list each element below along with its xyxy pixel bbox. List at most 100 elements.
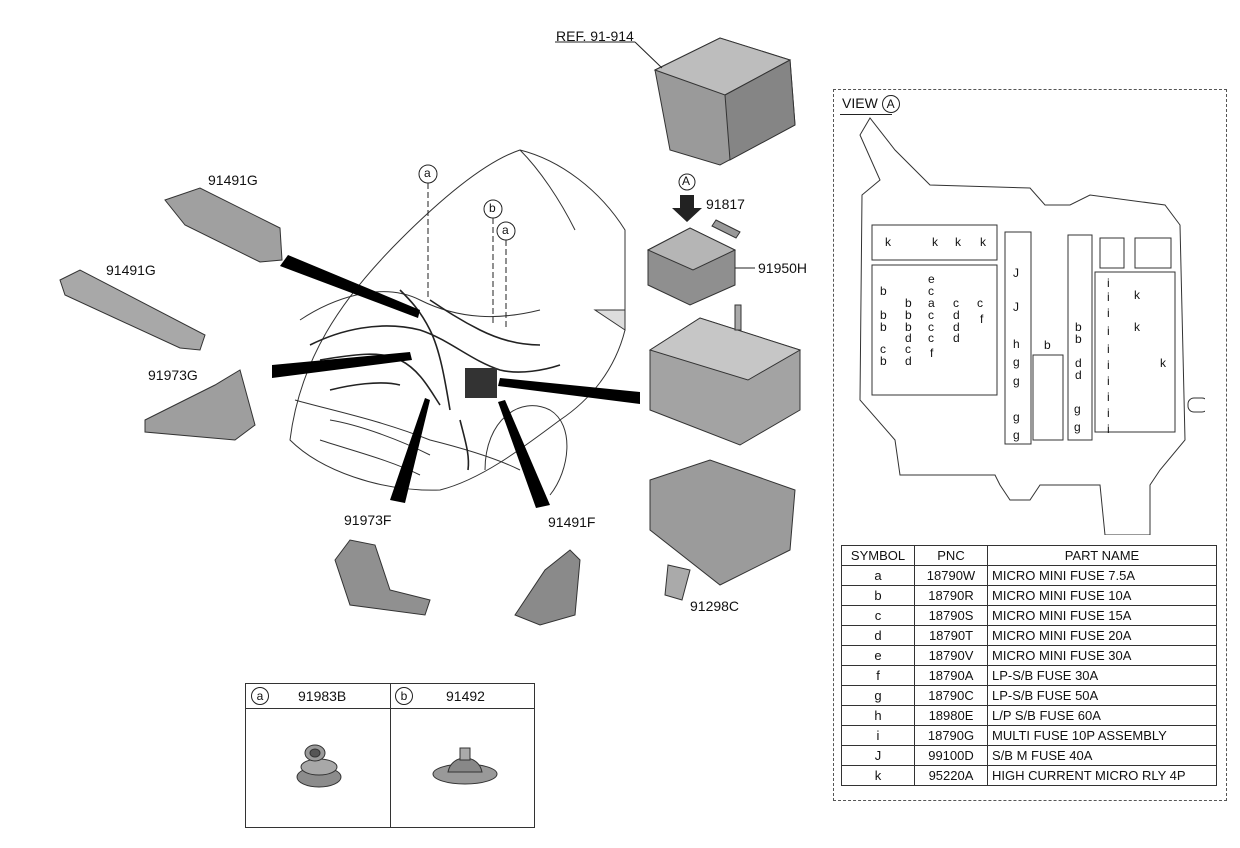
- fuse-g: g: [1013, 355, 1020, 369]
- ref-label: REF. 91-914: [556, 28, 634, 44]
- subpart-b-symbol: b: [395, 687, 413, 705]
- cell-symbol: a: [841, 565, 915, 586]
- cell-part-name: LP-S/B FUSE 30A: [987, 665, 1217, 686]
- subpart-a-symbol: a: [251, 687, 269, 705]
- cell-pnc: 18790A: [914, 665, 988, 686]
- fuse-i: i: [1107, 390, 1110, 404]
- cell-pnc: 95220A: [914, 765, 988, 786]
- cell-pnc: 18790W: [914, 565, 988, 586]
- subparts-box: a 91983B b 91492: [245, 683, 535, 828]
- fuse-c: c: [977, 296, 983, 310]
- cell-part-name: HIGH CURRENT MICRO RLY 4P: [987, 765, 1217, 786]
- fuse-c: c: [928, 284, 934, 298]
- fuse-k: k: [1134, 288, 1140, 302]
- fuse-b: b: [880, 308, 887, 322]
- fuse-b: b: [880, 284, 887, 298]
- fuse-e: e: [928, 272, 935, 286]
- fuse-box-cover: [653, 37, 796, 166]
- part-91817: [711, 219, 741, 239]
- cell-part-name: MICRO MINI FUSE 15A: [987, 605, 1217, 626]
- fuse-g: g: [1013, 410, 1020, 424]
- fuse-k: k: [885, 235, 891, 249]
- fuse-f: f: [930, 346, 934, 360]
- cell-pnc: 18790C: [914, 685, 988, 706]
- fuse-b: b: [1075, 320, 1082, 334]
- fuse-g: g: [1074, 402, 1081, 416]
- cell-part-name: MICRO MINI FUSE 10A: [987, 585, 1217, 606]
- fuse-b: b: [905, 320, 912, 334]
- callout-a2-letter: a: [502, 223, 509, 237]
- fuse-b: b: [905, 296, 912, 310]
- fuse-c: c: [953, 296, 959, 310]
- fuse-g: g: [1074, 420, 1081, 434]
- fuse-J: J: [1013, 300, 1019, 314]
- cell-part-name: S/B M FUSE 40A: [987, 745, 1217, 766]
- cell-symbol: i: [841, 725, 915, 746]
- subpart-a: a 91983B: [246, 684, 391, 827]
- fuse-b: b: [905, 308, 912, 322]
- fuse-d: d: [1075, 356, 1082, 370]
- main-fuse-box: [648, 304, 802, 446]
- fuse-k: k: [1134, 320, 1140, 334]
- fuse-i: i: [1107, 374, 1110, 388]
- fuse-d: d: [953, 320, 960, 334]
- callout-a1-letter: a: [424, 166, 431, 180]
- part-91491G-left: [59, 269, 206, 351]
- part-91973G: [144, 369, 256, 441]
- view-title-underline: [840, 114, 892, 115]
- view-a-title: VIEW A: [842, 95, 900, 113]
- callout-b-letter: b: [489, 201, 496, 215]
- fuse-i: i: [1107, 276, 1110, 290]
- grommet-91983B: [296, 744, 342, 788]
- label-91817: 91817: [706, 196, 745, 212]
- fuse-i: i: [1107, 422, 1110, 436]
- label-91950H: 91950H: [758, 260, 808, 276]
- main-illustration: [59, 37, 802, 626]
- view-a-circle: A: [881, 95, 900, 113]
- label-91491G-top: 91491G: [208, 172, 258, 188]
- dash-leaders: [427, 183, 507, 330]
- fuse-d: d: [905, 354, 912, 368]
- fuse-d: d: [905, 331, 912, 345]
- view-a-panel: [833, 89, 1227, 801]
- fuse-b: b: [1044, 338, 1051, 352]
- fuse-i: i: [1107, 324, 1110, 338]
- cell-pnc: 18790R: [914, 585, 988, 606]
- fuse-k: k: [955, 235, 961, 249]
- cell-part-name: MICRO MINI FUSE 7.5A: [987, 565, 1217, 586]
- cell-part-name: MICRO MINI FUSE 30A: [987, 645, 1217, 666]
- label-91298C: 91298C: [690, 598, 740, 614]
- car-outline: [289, 149, 626, 496]
- cell-pnc: 18790T: [914, 625, 988, 646]
- cell-part-name: MULTI FUSE 10P ASSEMBLY: [987, 725, 1217, 746]
- label-91491G-left: 91491G: [106, 262, 156, 278]
- fuse-f: f: [980, 312, 984, 326]
- cell-symbol: g: [841, 685, 915, 706]
- fuse-g: g: [1013, 374, 1020, 388]
- callout-circle-b: [483, 199, 503, 219]
- fuse-i: i: [1107, 290, 1110, 304]
- fuse-c: c: [928, 308, 934, 322]
- cell-symbol: h: [841, 705, 915, 726]
- ref-arrow: [634, 41, 663, 69]
- cell-pnc: 99100D: [914, 745, 988, 766]
- fuse-k: k: [932, 235, 938, 249]
- fuse-a: a: [928, 296, 935, 310]
- cell-pnc: 18790G: [914, 725, 988, 746]
- cell-symbol: f: [841, 665, 915, 686]
- cell-symbol: c: [841, 605, 915, 626]
- view-a-arrow-letter: A: [682, 174, 691, 188]
- cell-pnc: 18790V: [914, 645, 988, 666]
- fuse-c: c: [880, 342, 886, 356]
- fuse-g: g: [1013, 428, 1020, 442]
- fuse-block-on-car: [465, 368, 497, 398]
- fuse-layout-diagram: [859, 117, 1205, 535]
- fuse-c: c: [905, 342, 911, 356]
- cell-pnc: 18980E: [914, 705, 988, 726]
- subpart-b: b 91492: [390, 684, 534, 827]
